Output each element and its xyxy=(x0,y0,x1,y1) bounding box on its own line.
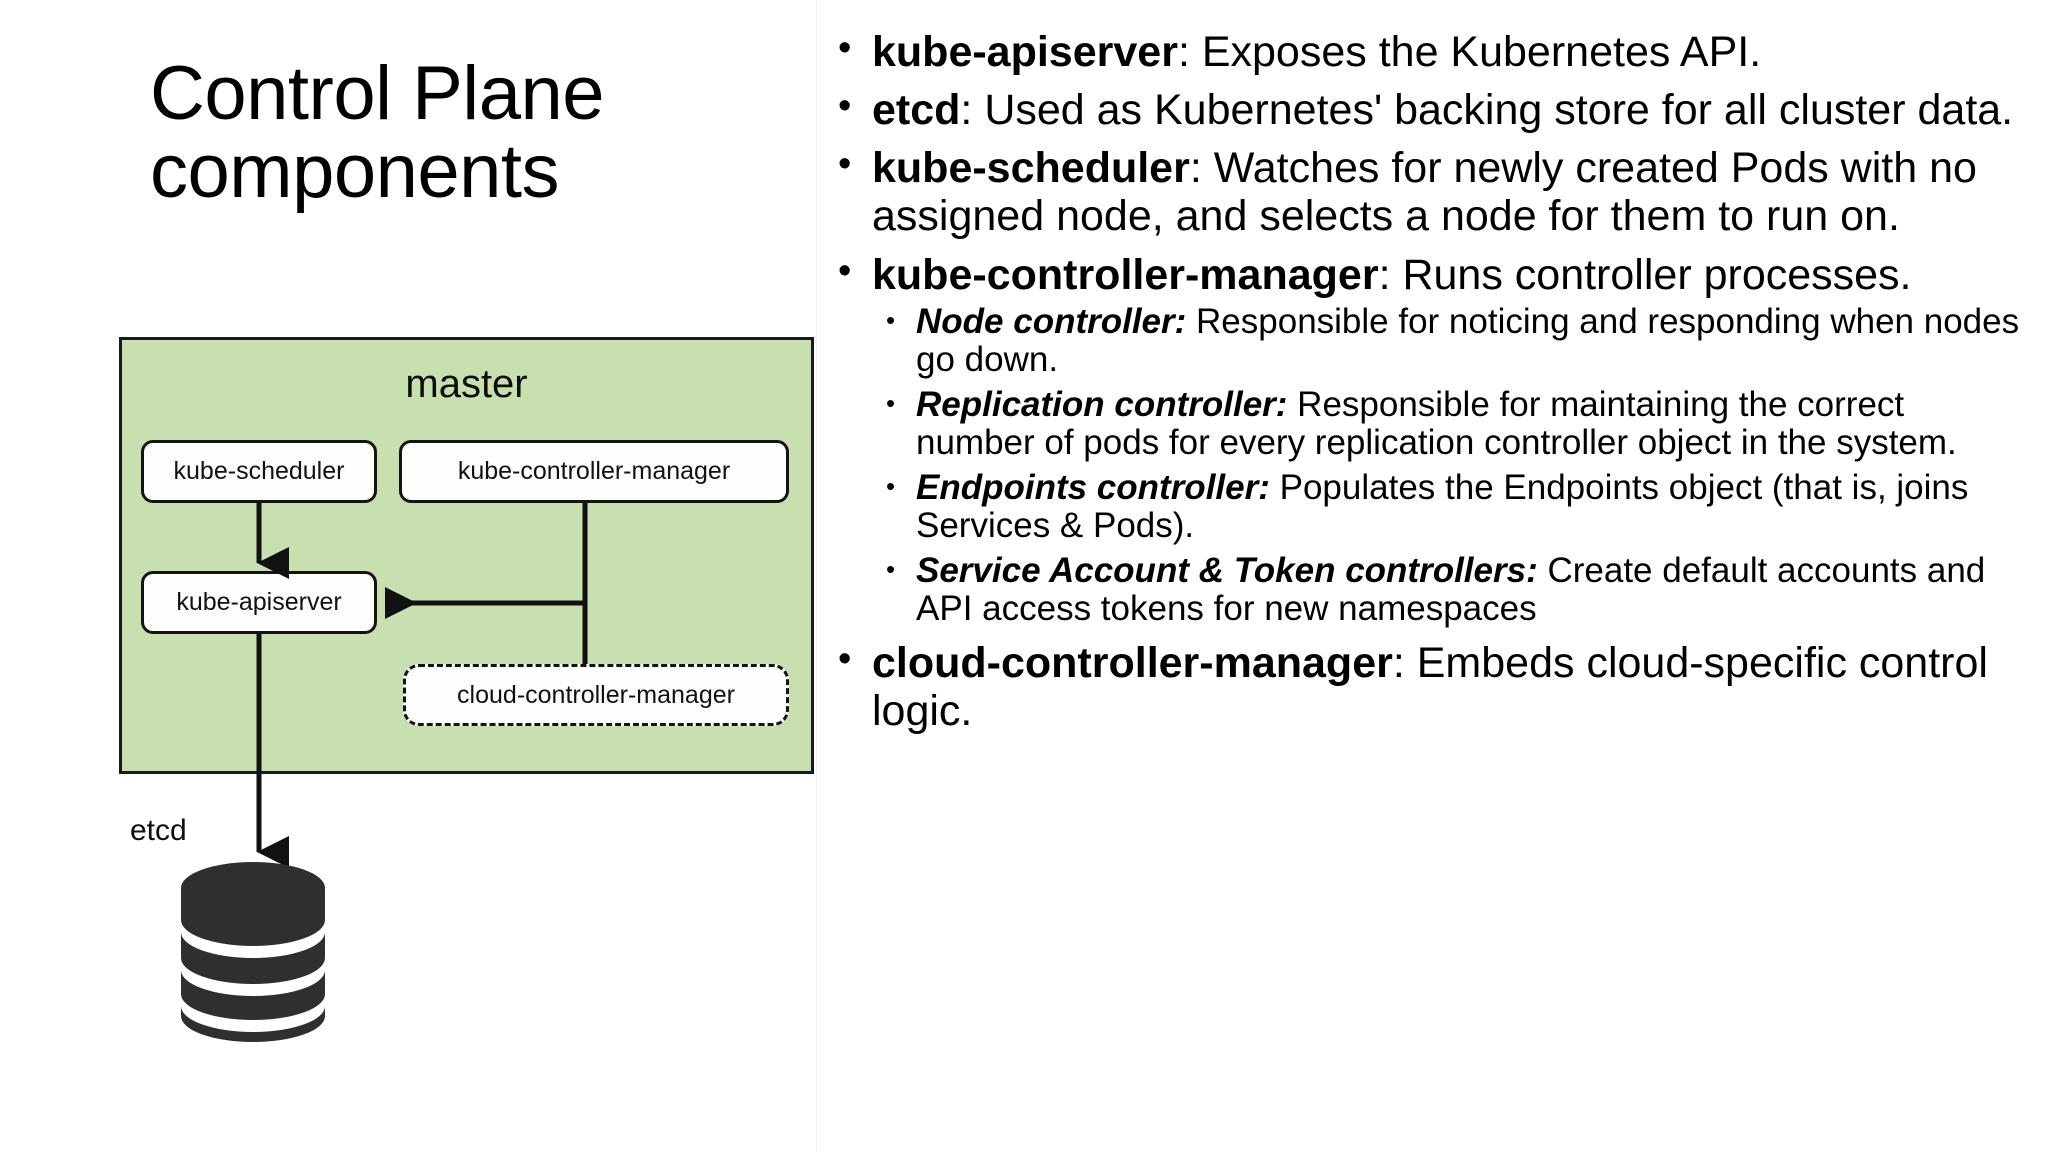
bullet-marker-icon: • xyxy=(886,470,896,501)
sub-bullet-text: Responsible for maintaining the correct … xyxy=(916,384,1957,463)
list-item: • cloud-controller-manager: Embeds cloud-… xyxy=(830,637,2026,735)
sub-bullet-text: Populates the Endpoints object (that is,… xyxy=(916,467,1969,546)
sub-bullet-list: • Node controller: Responsible for notici… xyxy=(872,301,2026,629)
list-item: • etcd: Used as Kubernetes' backing store… xyxy=(830,85,2026,135)
node-cloud-controller-manager-label: cloud-controller-manager xyxy=(457,680,735,709)
bullet-text: : Watches for newly created Pods with no… xyxy=(872,144,1977,241)
sub-bullet-text: Responsible for noticing and responding … xyxy=(916,301,2020,380)
sub-bullet-term: Service Account & Token controllers: xyxy=(916,550,1538,590)
bullet-marker-icon: • xyxy=(838,27,852,69)
bullet-marker-icon: • xyxy=(838,637,852,680)
node-kube-scheduler-label: kube-scheduler xyxy=(173,457,345,485)
sub-bullet-term: Endpoints controller: xyxy=(916,467,1270,507)
bullet-marker-icon: • xyxy=(886,387,896,418)
bullet-term: kube-scheduler xyxy=(872,144,1190,193)
node-kube-scheduler[interactable]: kube-scheduler xyxy=(141,440,377,503)
bullet-text: : Exposes the Kubernetes API. xyxy=(1177,28,1762,76)
bullet-marker-icon: • xyxy=(838,249,852,292)
bullet-list: • kube-apiserver: Exposes the Kubernetes … xyxy=(830,27,2026,735)
sub-bullet-term: Replication controller: xyxy=(916,384,1288,424)
sub-list-item: • Replication controller: Responsible for… xyxy=(872,384,2026,463)
node-kube-apiserver[interactable]: kube-apiserver xyxy=(141,571,377,634)
list-item: • kube-scheduler: Watches for newly creat… xyxy=(830,143,2026,241)
node-kube-apiserver-label: kube-apiserver xyxy=(176,588,342,616)
bullet-term: cloud-controller-manager xyxy=(872,638,1393,687)
list-item: • kube-apiserver: Exposes the Kubernetes … xyxy=(830,27,2026,76)
sub-bullet-term: Node controller: xyxy=(916,301,1187,341)
sub-bullet-text: Create default accounts and API access t… xyxy=(916,550,1986,629)
sub-list-item: • Service Account & Token controllers: Cr… xyxy=(872,550,2026,629)
bullet-term: etcd xyxy=(872,86,961,135)
node-kube-controller-manager[interactable]: kube-controller-manager xyxy=(399,440,789,503)
bullet-term: kube-apiserver xyxy=(872,28,1178,76)
sub-list-item: • Endpoints controller: Populates the End… xyxy=(872,467,2026,546)
node-kube-controller-manager-label: kube-controller-manager xyxy=(457,457,731,485)
database-cylinder-icon xyxy=(181,862,325,1042)
master-label: master xyxy=(405,362,528,406)
bullet-term: kube-controller-manager xyxy=(872,250,1379,299)
bullet-text: : Embeds cloud-specific control logic. xyxy=(872,638,1988,735)
bullet-marker-icon: • xyxy=(838,85,852,128)
list-item: • kube-controller-manager: Runs controlle… xyxy=(830,249,2026,629)
bullet-text: : Runs controller processes. xyxy=(1378,250,1912,299)
right-column: • kube-apiserver: Exposes the Kubernetes … xyxy=(830,27,2026,1138)
etcd-label: etcd xyxy=(130,814,187,847)
sub-list-item: • Node controller: Responsible for notici… xyxy=(872,301,2026,380)
bullet-text: : Used as Kubernetes' backing store for … xyxy=(960,86,2014,135)
page-title: Control Plane components xyxy=(150,51,605,215)
bullet-marker-icon: • xyxy=(886,553,896,584)
node-cloud-controller-manager[interactable]: cloud-controller-manager xyxy=(403,664,789,726)
column-divider xyxy=(816,0,817,1152)
left-column: Control Plane components master kube-sch… xyxy=(0,0,816,1152)
bullet-marker-icon: • xyxy=(838,143,852,186)
bullet-marker-icon: • xyxy=(886,304,896,335)
